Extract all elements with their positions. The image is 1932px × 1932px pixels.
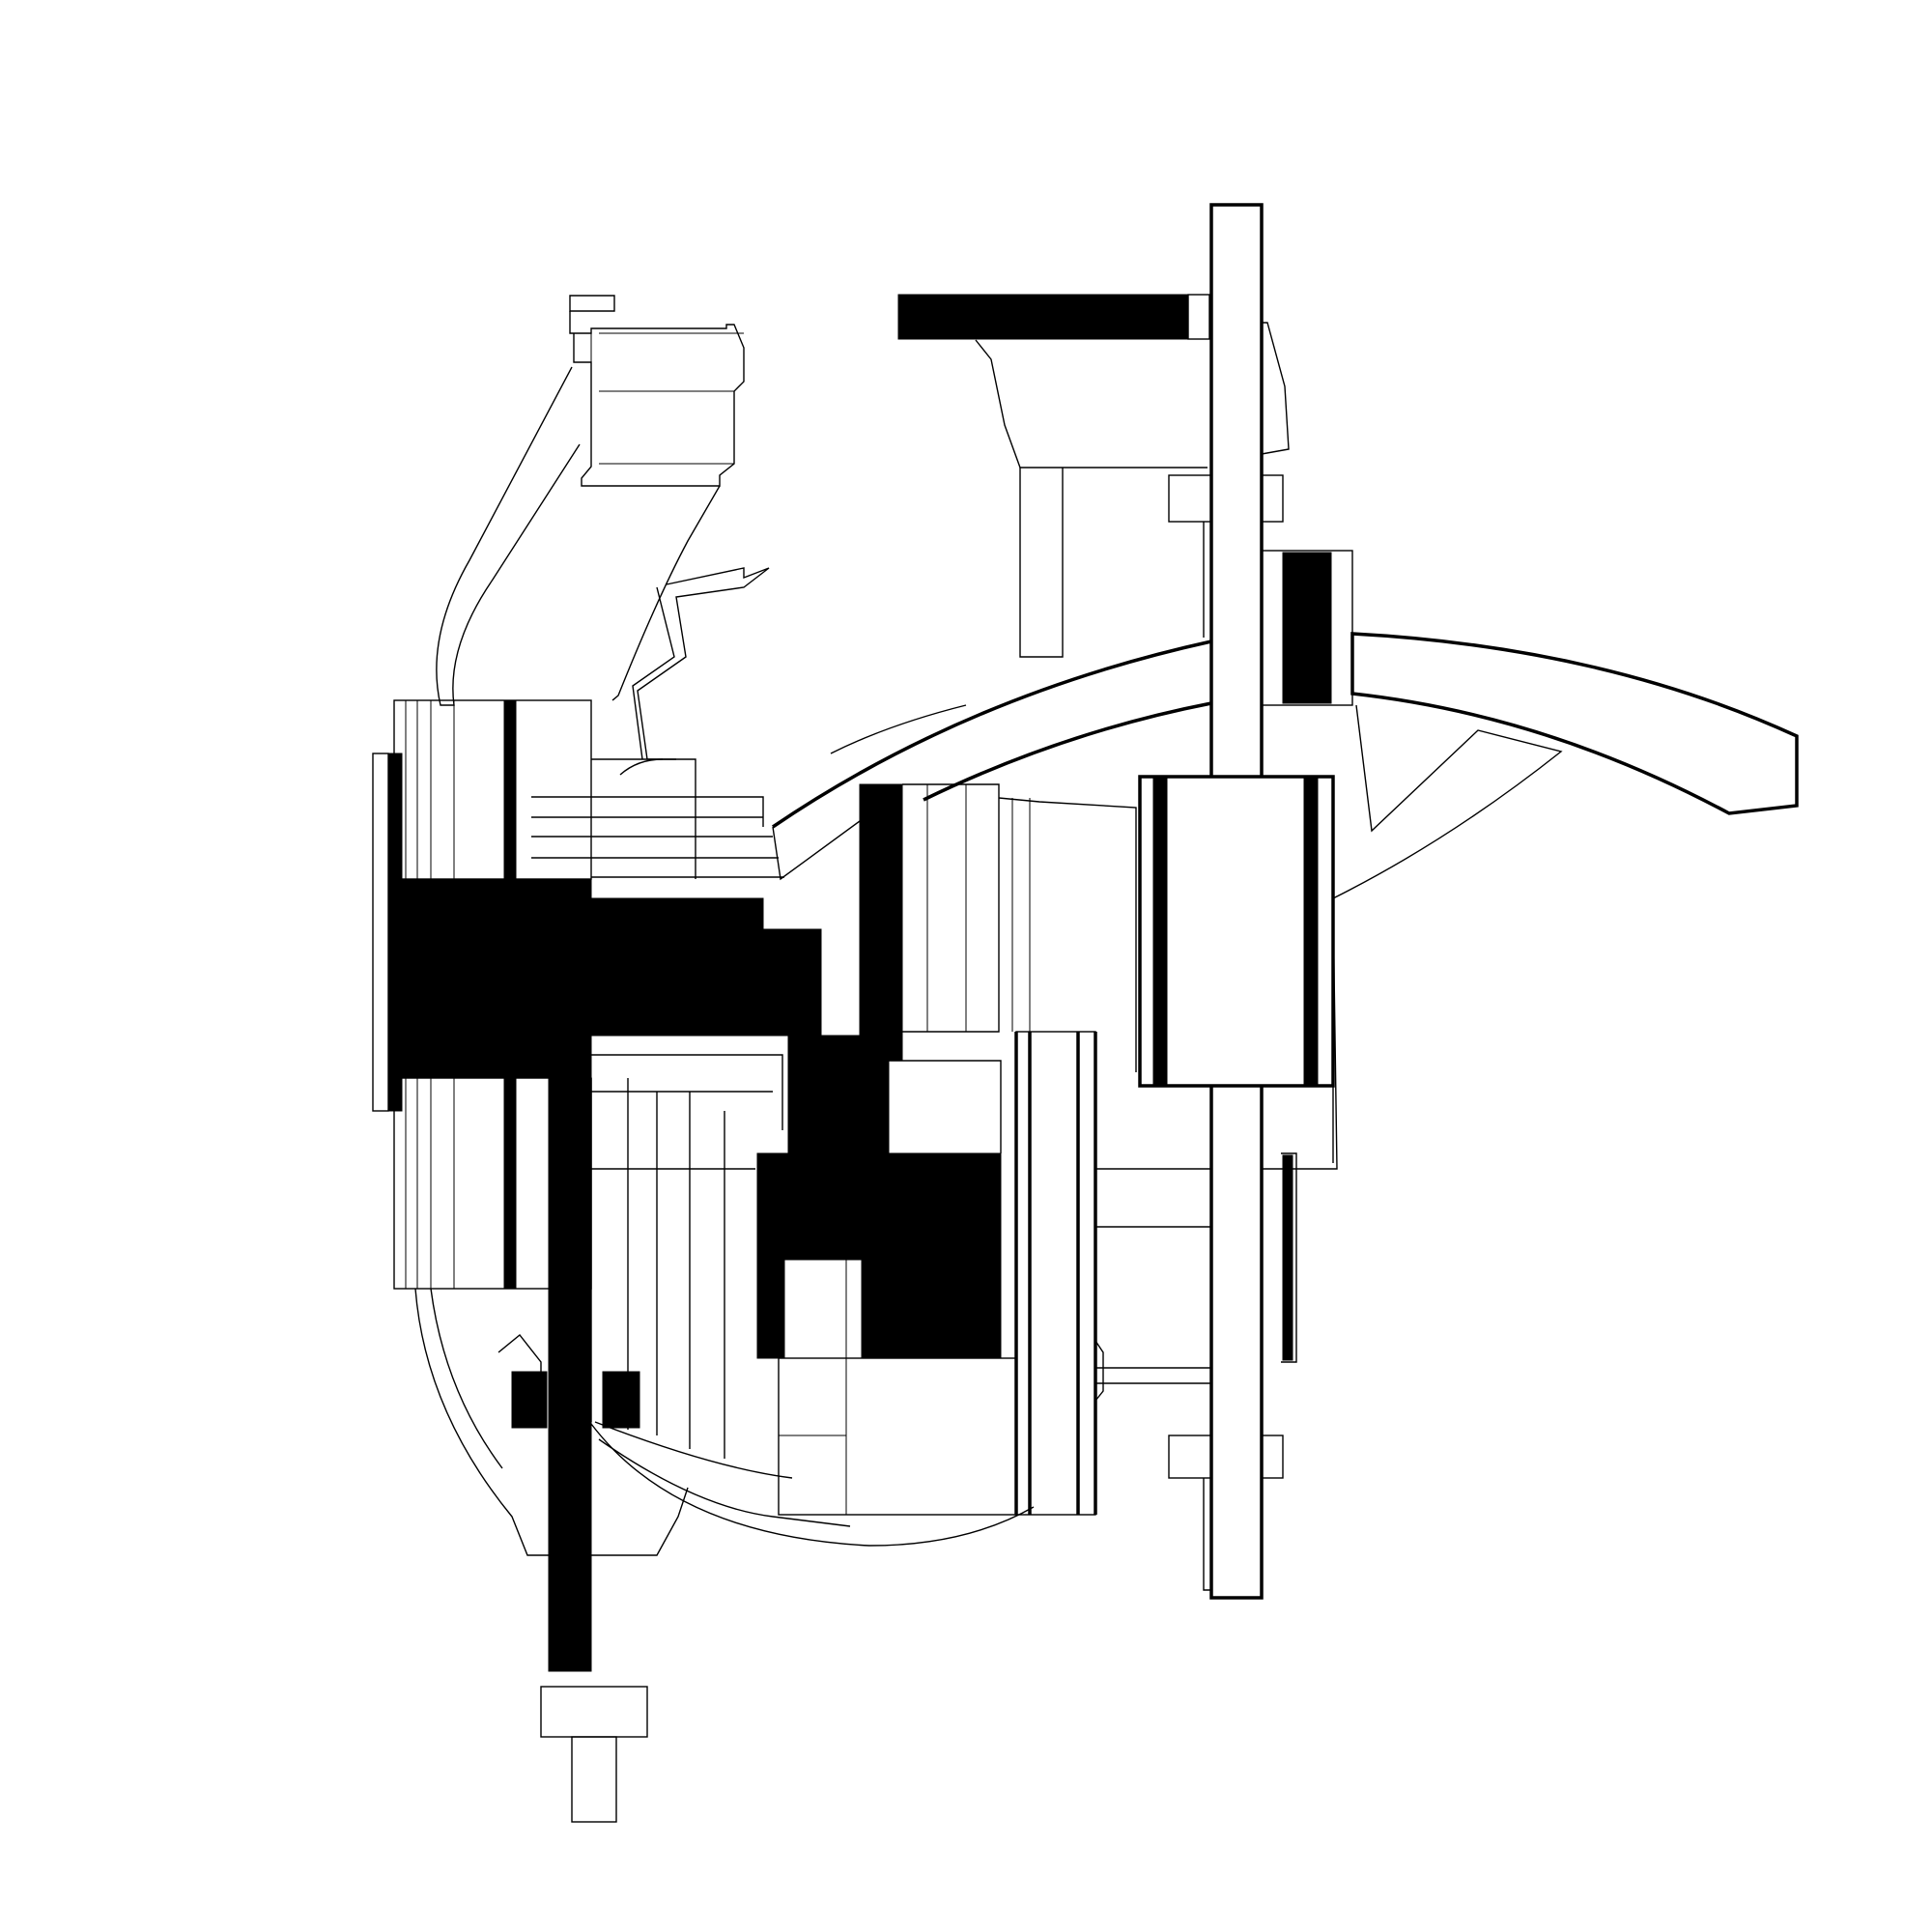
plate-right-flange-top	[1261, 322, 1290, 455]
center-body	[756, 783, 1211, 1516]
central-hub	[401, 878, 822, 1823]
roller-band-right	[1303, 776, 1319, 1087]
bracket-head-block	[569, 311, 745, 487]
curved-strap	[590, 639, 1212, 1547]
top-bar-solid	[897, 294, 1189, 340]
upper-bracket-arm	[436, 295, 745, 706]
body-lower-window	[889, 1060, 1002, 1153]
spring-leaf-inner	[632, 586, 675, 760]
plate-stack-verticals	[590, 1078, 725, 1459]
spool-lower-band	[503, 1077, 517, 1290]
shaft-end	[571, 1736, 617, 1823]
plate-stack-frame	[591, 758, 696, 879]
body-base-block	[778, 1357, 1017, 1516]
plate-tab-left-top	[1168, 474, 1212, 523]
spring-leaf-outer	[637, 567, 770, 760]
strap-end	[772, 820, 861, 881]
plate-stack-lower	[591, 1054, 783, 1170]
bracket-head-lines	[590, 332, 744, 465]
top-handle-bar	[897, 294, 1210, 658]
body-gear-lines	[1014, 1032, 1097, 1515]
strap-inner-curve	[923, 701, 1212, 802]
spool-housing-inner	[430, 1288, 503, 1469]
roller-frame	[1138, 775, 1335, 1088]
top-bar-post	[1019, 468, 1064, 658]
body-lower-solid	[756, 1035, 1002, 1359]
lower-strap-curve-a	[598, 1438, 851, 1527]
body-base-lines	[779, 1260, 847, 1515]
strap-shadow	[830, 704, 967, 754]
bracket-arm-left	[436, 366, 581, 706]
spool-flange-left	[372, 753, 389, 1112]
leaf-spring	[632, 567, 770, 760]
layered-plates	[531, 758, 784, 1459]
right-roller	[1138, 775, 1335, 1363]
hook-base	[541, 1487, 689, 1556]
hub-main-solid	[401, 878, 822, 1037]
bracket-top-cap	[569, 295, 615, 312]
handle-web	[1332, 704, 1563, 899]
top-bar-bracket	[975, 339, 1208, 469]
hook-tip	[497, 1334, 542, 1372]
roller-band-left	[1152, 776, 1168, 1087]
shaft-nut	[540, 1686, 648, 1738]
plate-lower-flange	[1203, 1478, 1211, 1591]
vertical-shaft-solid	[548, 1042, 592, 1672]
body-upper-block	[902, 783, 1000, 1033]
spool-upper-block	[393, 699, 592, 880]
left-spool	[372, 699, 592, 1556]
strap-top-curve	[772, 639, 1212, 829]
body-cone-lines	[1011, 798, 1031, 1032]
spool-upper-ribs	[405, 700, 515, 879]
bracket-arm-right	[611, 485, 721, 701]
shaft-collar-right	[602, 1371, 640, 1429]
handle-hub-solid	[1282, 552, 1332, 704]
lower-strap-curve-b	[594, 1421, 793, 1479]
body-gear-clip	[1094, 1340, 1104, 1402]
body-cone	[998, 797, 1137, 1072]
plate-tab-right-top	[1261, 474, 1284, 523]
handle-hub	[1261, 550, 1353, 706]
lever-handle-assembly	[1261, 550, 1799, 1170]
plate-stack-curl	[619, 758, 664, 776]
lever-handle	[1350, 632, 1799, 815]
shaft-collar-left	[511, 1371, 548, 1429]
body-gear-rails	[1095, 1168, 1211, 1384]
top-bar-end	[1187, 294, 1210, 340]
spool-lower-ribs	[405, 1078, 515, 1289]
roller-clip-solid	[1282, 1154, 1293, 1361]
spool-housing-curve	[414, 1288, 541, 1556]
spool-upper-band	[503, 699, 517, 880]
plate-stack-upper	[531, 796, 784, 878]
lower-hook	[497, 1334, 689, 1556]
body-upper-bar	[859, 783, 903, 1062]
lower-strap-curve-c	[590, 1423, 1035, 1547]
plate-tab-right-bottom	[1261, 1435, 1284, 1479]
spool-flange-solid	[387, 753, 403, 1112]
plate-tab-left-bottom	[1168, 1435, 1212, 1479]
body-upper-lines	[926, 784, 967, 1032]
roller-lower-clip	[1281, 1086, 1334, 1363]
